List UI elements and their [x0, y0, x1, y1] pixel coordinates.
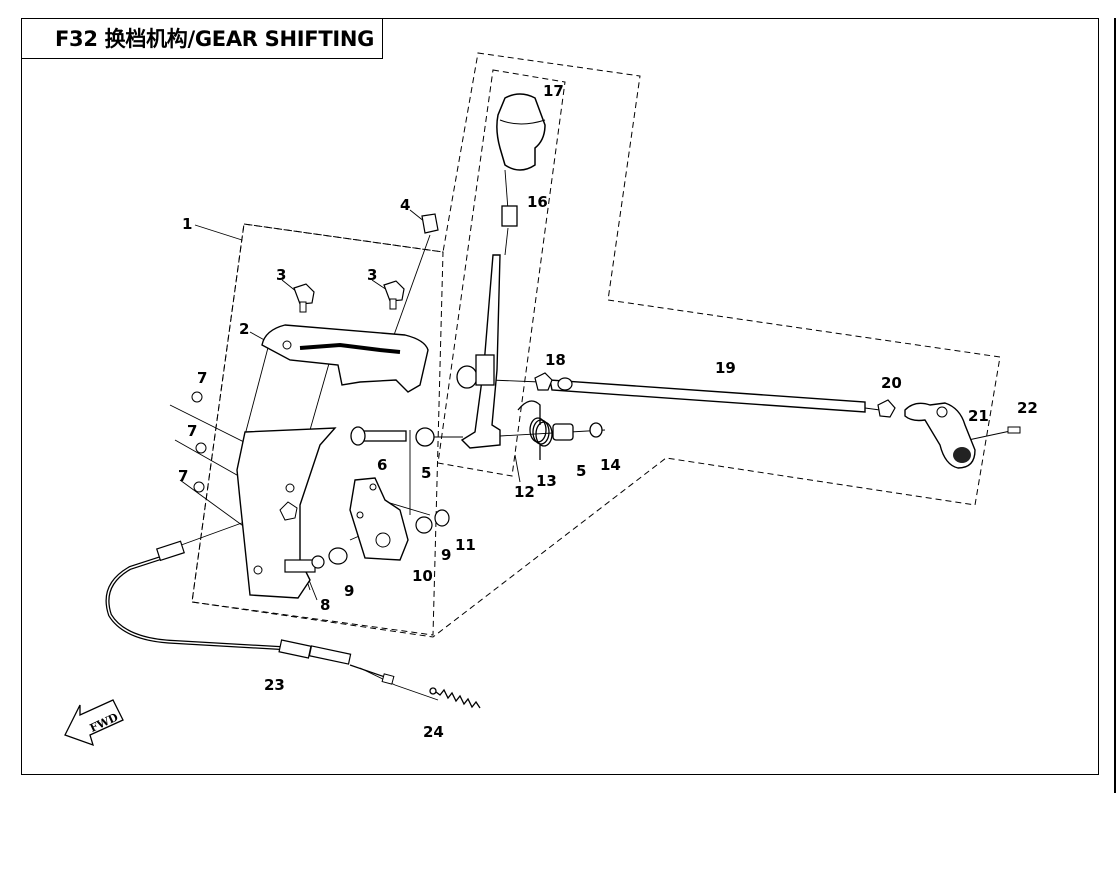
part-label-13: 13: [536, 472, 557, 490]
screw-7-bottom: [193, 481, 205, 493]
part-label-2: 2: [239, 320, 249, 338]
part-label-24: 24: [423, 723, 444, 741]
bushing-5-left: [415, 427, 435, 447]
part-label-6: 6: [377, 456, 387, 474]
knob-nut: [501, 205, 518, 227]
bolt-3-left: [293, 283, 315, 313]
part-label-22: 22: [1017, 399, 1038, 417]
part-label-11: 11: [455, 536, 476, 554]
arm-bolt: [1007, 426, 1021, 434]
assembly-outline-main: [191, 52, 1001, 638]
page-edge-rule: [1114, 18, 1116, 793]
screw-7-middle: [195, 442, 207, 454]
part-label-16: 16: [527, 193, 548, 211]
part-label-5-right: 5: [576, 462, 586, 480]
part-label-14: 14: [600, 456, 621, 474]
part-label-7-top: 7: [197, 369, 207, 387]
part-label-18: 18: [545, 351, 566, 369]
clip-nut-4: [421, 213, 439, 234]
part-label-3b: 3: [367, 266, 377, 284]
part-label-7-bottom: 7: [178, 467, 188, 485]
diagram-title: F32 换档机构/GEAR SHIFTING: [55, 27, 375, 51]
part-label-19: 19: [715, 359, 736, 377]
rod-nut-20: [877, 399, 896, 418]
shift-knob: [496, 93, 546, 171]
part-label-8: 8: [320, 596, 330, 614]
part-label-20: 20: [881, 374, 902, 392]
assembly-outline-12: [437, 69, 566, 477]
part-label-3a: 3: [276, 266, 286, 284]
part-label-7-middle: 7: [187, 422, 197, 440]
bolt-3-right: [383, 280, 405, 310]
part-label-10: 10: [412, 567, 433, 585]
part-label-1: 1: [182, 215, 192, 233]
return-spring: [429, 687, 481, 709]
part-label-4: 4: [400, 196, 410, 214]
bushing-9-right: [415, 516, 433, 534]
torsion-spring: [517, 400, 553, 460]
drawing-frame: [21, 18, 1099, 775]
part-label-23: 23: [264, 676, 285, 694]
washer-14: [589, 422, 603, 438]
part-label-21: 21: [968, 407, 989, 425]
lever-plate: [349, 477, 409, 561]
part-label-9-right: 9: [441, 546, 451, 564]
part-label-12: 12: [514, 483, 535, 501]
shift-rod: [549, 379, 866, 413]
title-box: F32 换档机构/GEAR SHIFTING: [21, 18, 383, 59]
part-label-9-left: 9: [344, 582, 354, 600]
rod-nut-18: [534, 372, 553, 391]
part-label-17: 17: [543, 82, 564, 100]
washer-11: [434, 509, 450, 527]
screw-7-top: [191, 391, 203, 403]
shift-gate-cover: [261, 324, 429, 393]
part-label-5-left: 5: [421, 464, 431, 482]
bushing-5-right: [552, 423, 574, 441]
shift-lever: [460, 254, 501, 449]
fwd-arrow-icon: FWD: [64, 699, 124, 747]
